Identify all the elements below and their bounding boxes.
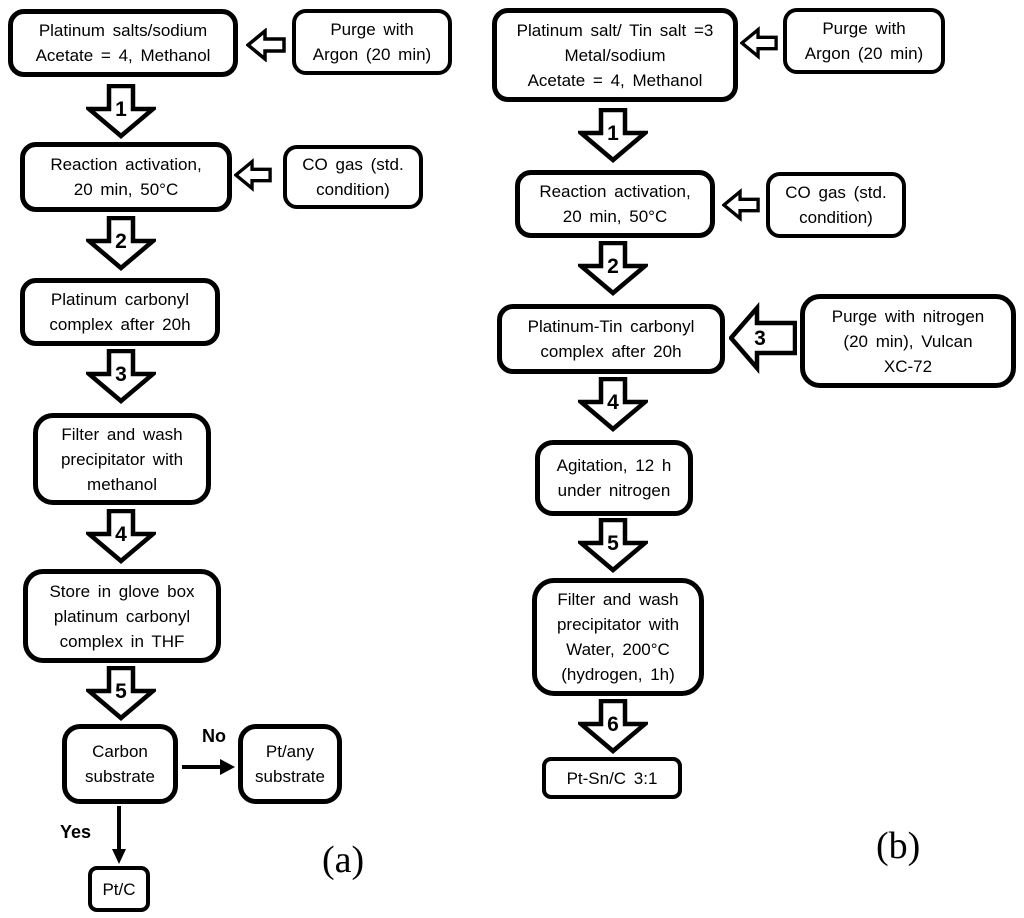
block-arrow-down-step2-a-icon [86,216,156,271]
step-number-2-a: 2 [115,230,127,253]
block-arrow-left-argon-a-icon [246,28,286,62]
step-number-3-b: 3 [754,327,766,350]
box-carbon-substrate-a: Carbon substrate [62,724,178,804]
step-number-6-b: 6 [607,713,619,736]
box-pt-any-substrate-a: Pt/any substrate [238,724,342,804]
box-co-gas-a: CO gas (std. condition) [283,145,423,209]
block-arrow-down-step1-b-icon [578,108,648,163]
box-co-gas-b: CO gas (std. condition) [766,172,906,238]
step-number-5-a: 5 [115,680,127,703]
block-arrow-left-argon-b-icon [740,26,778,60]
block-arrow-down-step1-a-icon [86,84,156,139]
block-arrow-down-step2-b-icon [578,241,648,296]
step-number-5-b: 5 [607,532,619,555]
thin-arrow-down-yes-icon [111,806,127,864]
box-purge-argon-a: Purge with Argon (20 min) [292,9,452,75]
block-arrow-left-step3-b-icon [729,302,797,374]
box-precursor-b: Platinum salt/ Tin salt =3 Metal/sodium … [492,8,738,102]
box-filter-wash-a: Filter and wash precipitator with methan… [33,413,211,505]
box-filter-wash-b: Filter and wash precipitator with Water,… [532,578,704,696]
block-arrow-left-co-a-icon [234,158,272,192]
branch-label-yes: Yes [60,822,92,842]
box-agitation-b: Agitation, 12 h under nitrogen [535,440,693,516]
step-number-1-b: 1 [607,122,619,145]
block-arrow-down-step5-a-icon [86,666,156,721]
block-arrow-down-step3-a-icon [86,349,156,404]
box-purge-nitrogen-b: Purge with nitrogen (20 min), Vulcan XC-… [800,294,1016,388]
box-carbonyl-complex-b: Platinum-Tin carbonyl complex after 20h [497,304,725,374]
thin-arrow-right-no-icon [182,758,236,776]
box-reaction-activation-b: Reaction activation, 20 min, 50°C [515,170,715,238]
block-arrow-left-co-b-icon [722,188,760,222]
block-arrow-down-step4-b-icon [578,377,648,432]
step-number-3-a: 3 [115,363,127,386]
box-product-ptsnc-b: Pt-Sn/C 3:1 [542,757,682,799]
panel-label-a: (a) [322,839,365,881]
box-product-ptc-a: Pt/C [88,866,150,912]
box-precursor-a: Platinum salts/sodium Acetate = 4, Metha… [8,9,238,77]
step-number-4-b: 4 [607,391,619,414]
box-carbonyl-complex-a: Platinum carbonyl complex after 20h [20,278,220,346]
block-arrow-down-step4-a-icon [86,509,156,564]
box-reaction-activation-a: Reaction activation, 20 min, 50°C [20,142,232,212]
step-number-2-b: 2 [607,255,619,278]
box-purge-argon-b: Purge with Argon (20 min) [783,8,945,74]
step-number-1-a: 1 [115,98,127,121]
branch-label-no: No [202,726,226,746]
step-number-4-a: 4 [115,523,127,546]
block-arrow-down-step6-b-icon [578,699,648,754]
panel-label-b: (b) [876,825,921,867]
block-arrow-down-step5-b-icon [578,518,648,573]
box-store-glove-box-a: Store in glove box platinum carbonyl com… [23,569,221,663]
